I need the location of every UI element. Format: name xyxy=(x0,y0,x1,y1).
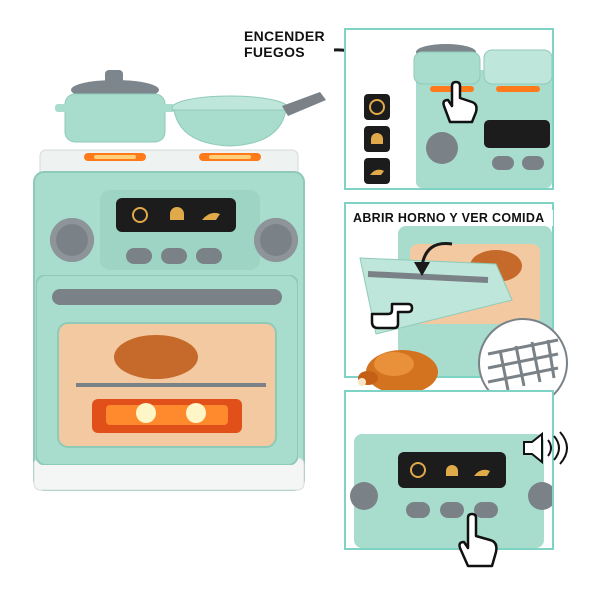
control-button-3[interactable] xyxy=(196,248,222,264)
hand-pointer-icon xyxy=(450,510,502,570)
oven-door[interactable] xyxy=(36,275,298,465)
knob-right[interactable] xyxy=(254,218,298,262)
pizza-icon xyxy=(364,94,390,120)
panel-sound xyxy=(344,390,554,550)
caption-burners: ENCENDER FUEGOS xyxy=(244,28,325,60)
burner-flame-right xyxy=(195,150,265,164)
open-door-arrow xyxy=(412,236,462,280)
burner-flame-left xyxy=(80,150,150,164)
hand-pointer-icon xyxy=(434,78,482,126)
muffin-icon xyxy=(364,126,390,152)
pizza-icon xyxy=(130,205,150,225)
control-display xyxy=(116,198,236,232)
caption-oven: ABRIR HORNO Y VER COMIDA xyxy=(353,210,553,226)
knob-left[interactable] xyxy=(50,218,94,262)
hand-pointer-icon xyxy=(368,284,416,332)
control-button-1[interactable] xyxy=(126,248,152,264)
speaker-icon xyxy=(520,428,572,468)
roast-chicken xyxy=(120,340,200,380)
control-button-2[interactable] xyxy=(161,248,187,264)
frying-pan[interactable] xyxy=(170,90,330,160)
toy-roast-chicken xyxy=(354,334,450,398)
roast-chicken-icon xyxy=(200,205,220,225)
roast-chicken-icon xyxy=(364,158,390,184)
cooking-pot[interactable] xyxy=(55,68,175,158)
muffin-icon xyxy=(165,205,185,225)
